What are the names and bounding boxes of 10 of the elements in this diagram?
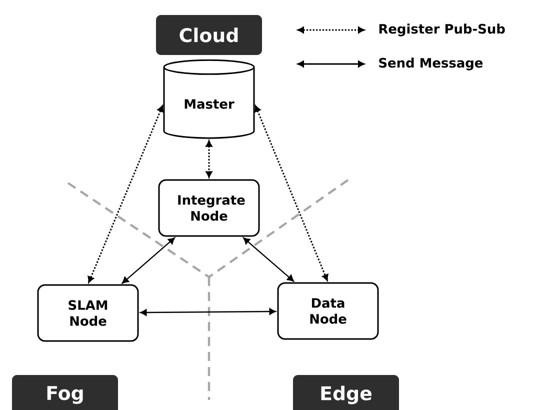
process-box: Data Node: [277, 282, 379, 340]
arrow: [140, 308, 276, 316]
legend-label: Send Message: [379, 58, 483, 70]
database-cylinder: Master: [163, 59, 255, 139]
process-box: SLAM Node: [37, 284, 139, 342]
tier-label: Fog: [12, 375, 118, 410]
legend-label: Register Pub-Sub: [379, 24, 505, 36]
tier-label: Edge: [293, 375, 399, 410]
arrow: [206, 140, 212, 178]
tier-label: Cloud: [156, 15, 262, 55]
